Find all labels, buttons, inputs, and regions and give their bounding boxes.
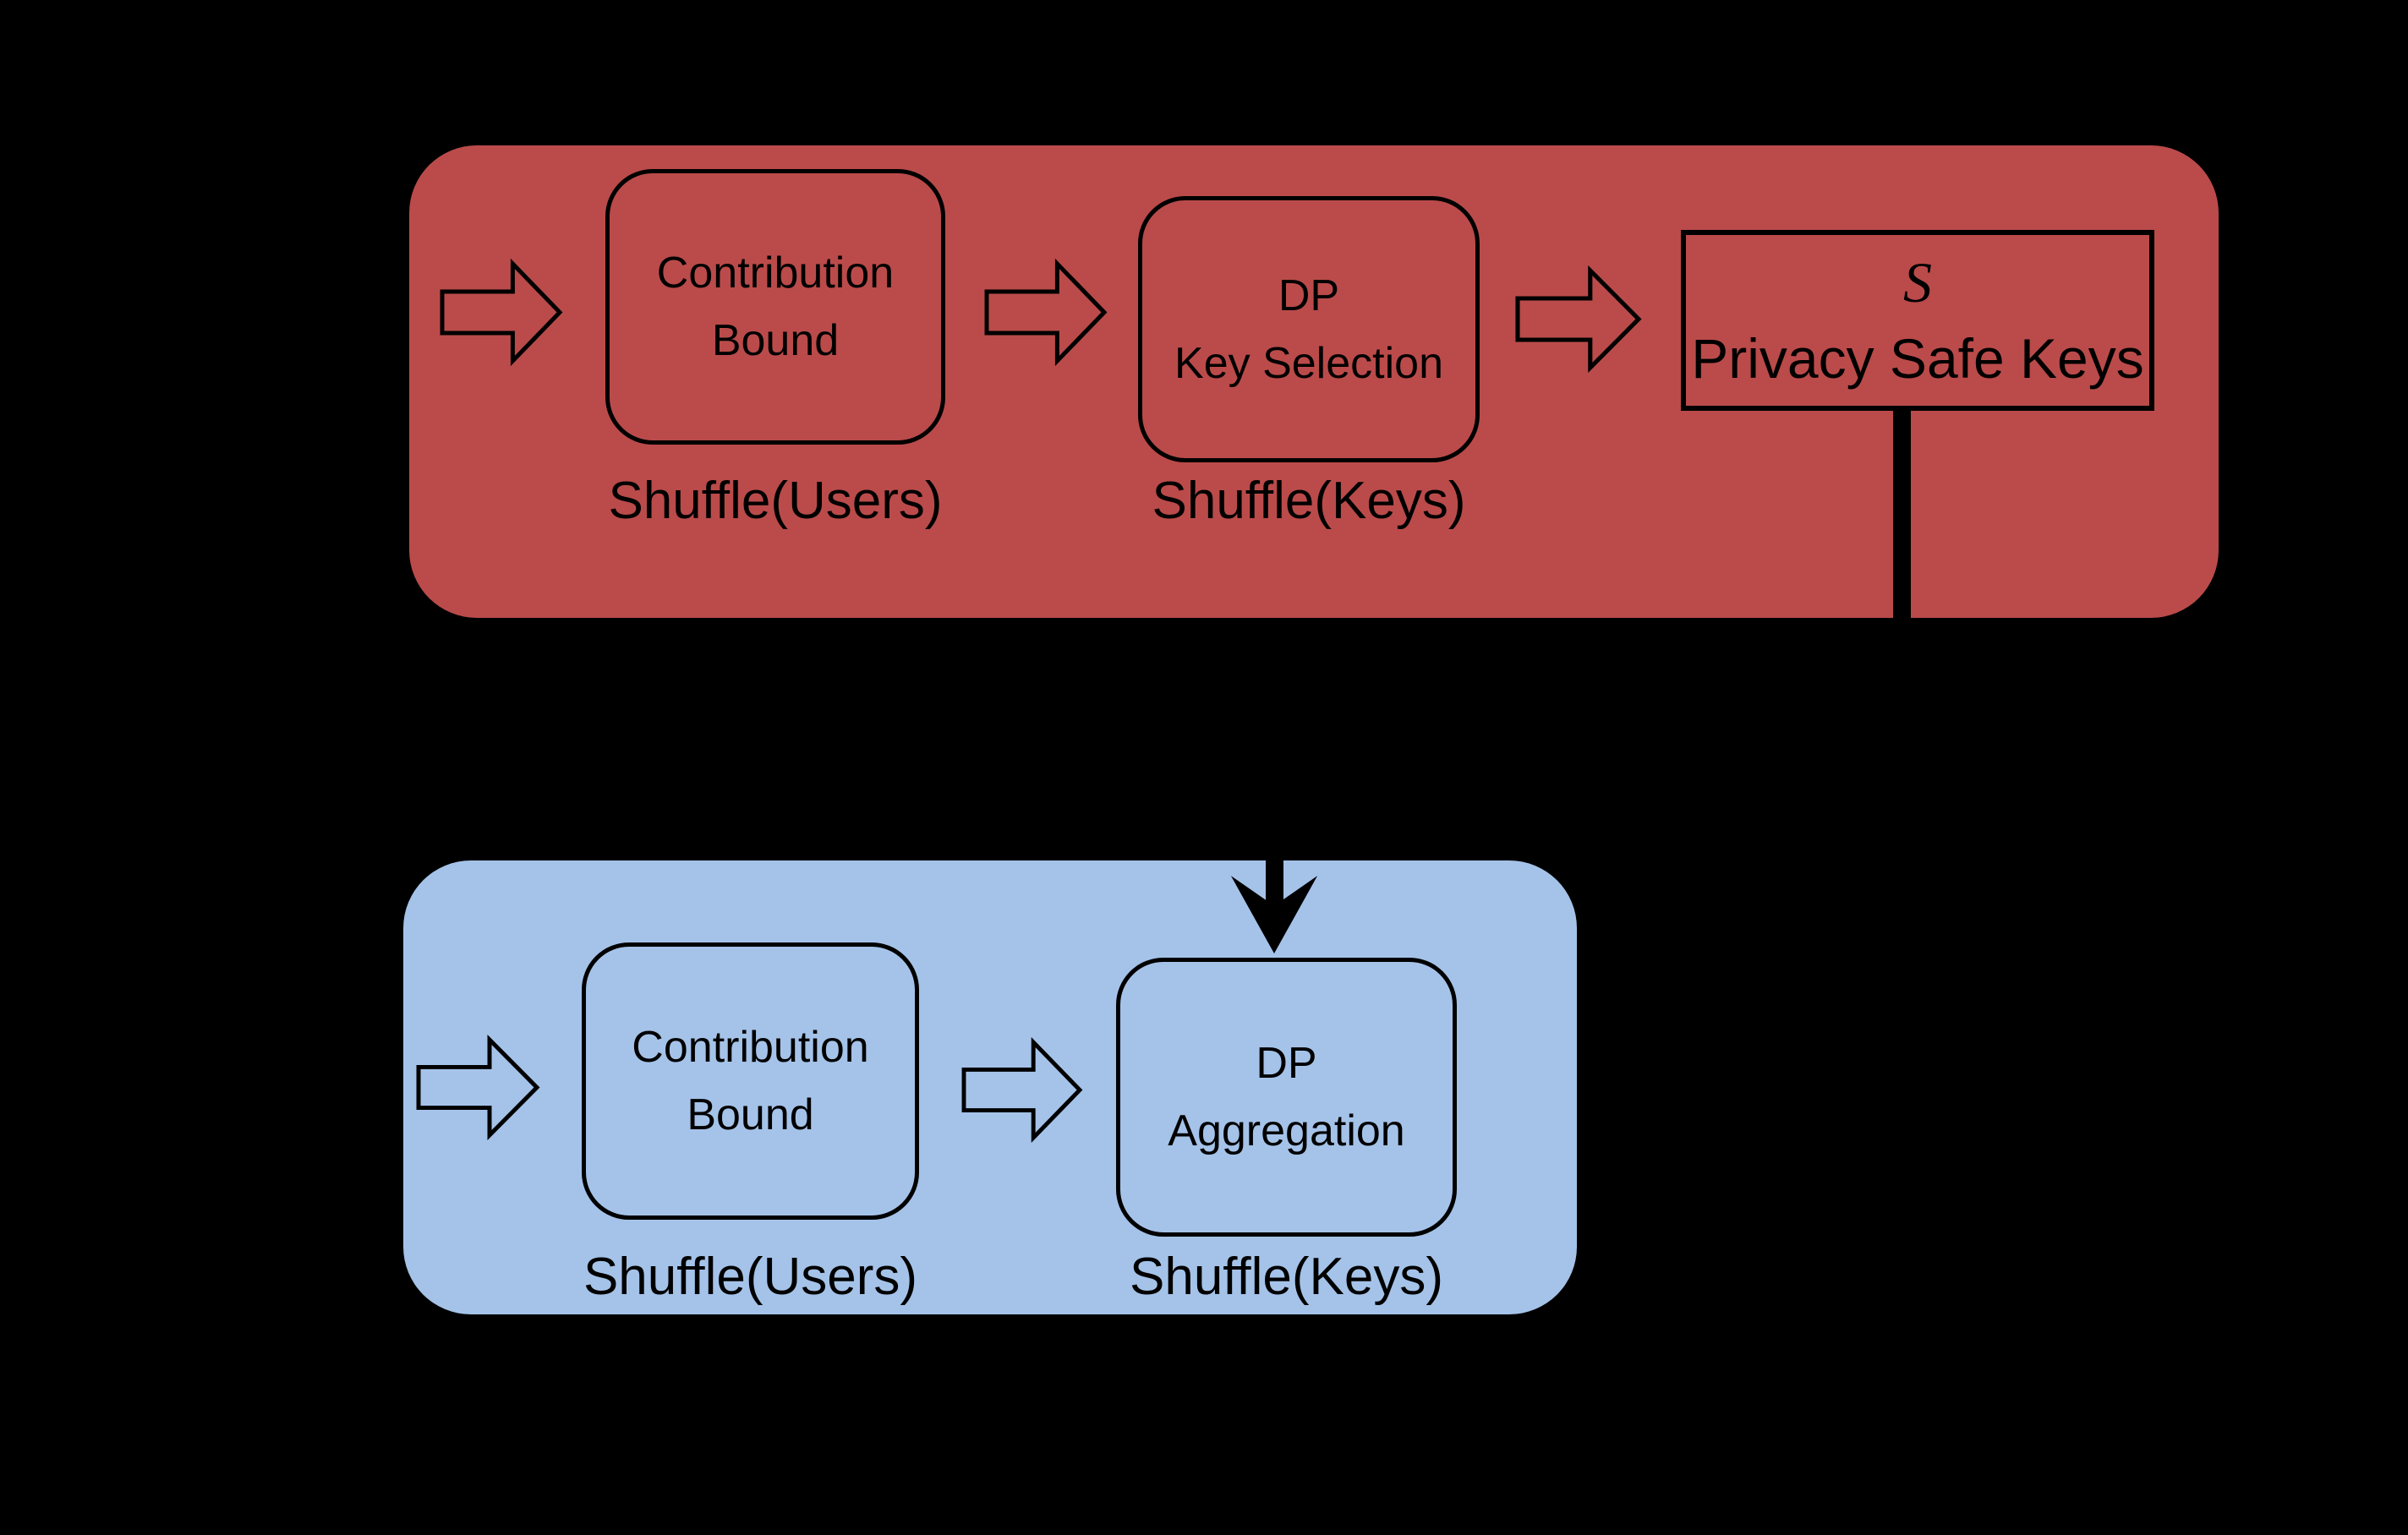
shuffle-users-label-upper: Shuffle(Users) bbox=[608, 472, 943, 530]
flow-arrow-right-icon bbox=[440, 258, 563, 367]
connector-line-vertical-to-aggregation bbox=[1266, 718, 1283, 909]
shuffle-keys-label-lower: Shuffle(Keys) bbox=[1129, 1248, 1444, 1306]
box-label-line: DP bbox=[1256, 1039, 1317, 1088]
shuffle-keys-label-upper: Shuffle(Keys) bbox=[1152, 472, 1466, 530]
connector-arrowhead-down-icon bbox=[1230, 876, 1318, 953]
set-symbol-s: S bbox=[1903, 250, 1932, 314]
connector-line-vertical-from-keys bbox=[1893, 411, 1911, 735]
box-label-line: Contribution bbox=[632, 1023, 869, 1072]
privacy-safe-keys-label: Privacy Safe Keys bbox=[1691, 327, 2144, 390]
key-selection-pipeline-panel: Contribution Bound DP Key Selection S Pr… bbox=[409, 145, 2219, 618]
connector-line-horizontal bbox=[1266, 718, 1911, 735]
dp-key-selection-box: DP Key Selection bbox=[1138, 196, 1480, 462]
aggregation-pipeline-panel: Contribution Bound DP Aggregation Shuffl… bbox=[403, 860, 1577, 1314]
box-label-line: Bound bbox=[711, 316, 840, 365]
box-label-line: Bound bbox=[687, 1090, 814, 1139]
flow-arrow-right-icon bbox=[961, 1036, 1083, 1144]
flow-arrow-right-icon bbox=[416, 1034, 540, 1141]
contribution-bound-box-upper: Contribution Bound bbox=[605, 169, 945, 445]
shuffle-users-label-lower: Shuffle(Users) bbox=[583, 1248, 918, 1306]
box-label-line: DP bbox=[1278, 270, 1340, 320]
box-label-line: Aggregation bbox=[1168, 1106, 1405, 1155]
box-label-line: Contribution bbox=[656, 249, 895, 298]
dp-aggregation-box: DP Aggregation bbox=[1116, 958, 1457, 1237]
flow-arrow-right-icon bbox=[984, 258, 1108, 367]
privacy-safe-keys-box: S Privacy Safe Keys bbox=[1681, 230, 2154, 411]
box-label-line: Key Selection bbox=[1174, 338, 1443, 388]
flow-arrow-right-icon bbox=[1515, 265, 1642, 374]
contribution-bound-box-lower: Contribution Bound bbox=[582, 942, 919, 1220]
